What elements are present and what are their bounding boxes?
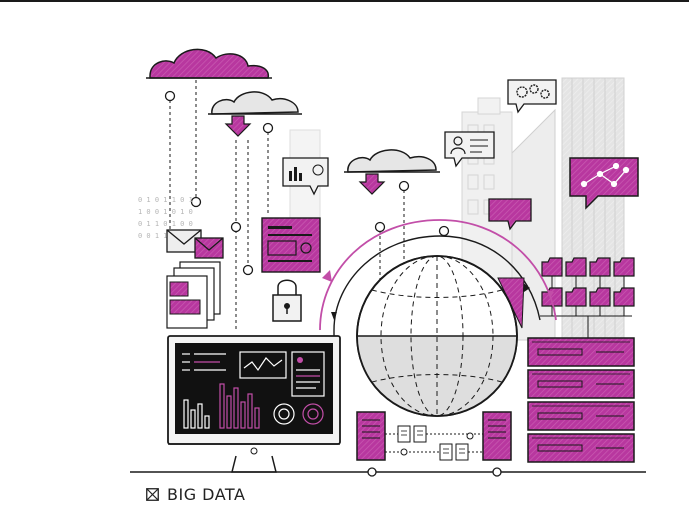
folder-icon <box>589 257 611 277</box>
caption: BIG DATA <box>146 483 245 505</box>
document-stack-icon <box>166 261 221 329</box>
cloud-large-magenta <box>146 48 272 79</box>
binary-code: 0 1 0 1 1 0 1 1 0 0 1 0 1 0 0 1 1 0 1 0 … <box>138 196 193 240</box>
server-unit <box>527 433 635 463</box>
top-rule <box>0 0 689 2</box>
caption-text: BIG DATA <box>167 484 246 504</box>
small-message-bubble-icon <box>488 198 532 231</box>
svg-text:1 0 0 1 0 1 0: 1 0 0 1 0 1 0 <box>138 208 193 216</box>
server-tower-right <box>482 411 512 461</box>
server-unit <box>527 337 635 367</box>
user-message-bubble-icon <box>444 131 495 168</box>
envelope-icon <box>166 229 224 259</box>
folder-icon <box>565 257 587 277</box>
dashboard-monitor <box>167 335 341 473</box>
server-tower-left <box>356 411 386 461</box>
gears-message-bubble-icon <box>507 79 557 114</box>
folder-icon <box>613 287 635 307</box>
folder-icon <box>613 257 635 277</box>
cloud-upload-2 <box>344 149 440 195</box>
chart-message-bubble-icon <box>282 157 329 196</box>
padlock-icon <box>272 279 302 322</box>
svg-text:0 1 1 0 1 0 0: 0 1 1 0 1 0 0 <box>138 220 193 228</box>
floor-nodes <box>367 467 502 477</box>
profile-card-icon <box>261 217 321 273</box>
globe-icon <box>356 255 518 417</box>
cloud-upload-1 <box>208 91 302 137</box>
network-message-bubble-icon <box>569 157 639 210</box>
folder-icon <box>589 287 611 307</box>
connection-nodes <box>164 90 450 276</box>
folder-icon <box>565 287 587 307</box>
file-transfer-icons <box>385 425 483 461</box>
server-rack <box>527 337 635 463</box>
server-unit <box>527 401 635 431</box>
dashboard-widgets <box>182 351 325 429</box>
crossed-box-icon <box>146 487 159 501</box>
svg-text:0 1 0 1 1 0 1: 0 1 0 1 1 0 1 <box>138 196 193 204</box>
server-unit <box>527 369 635 399</box>
svg-text:0 0 1 1 0 1 1: 0 0 1 1 0 1 1 <box>138 232 193 240</box>
